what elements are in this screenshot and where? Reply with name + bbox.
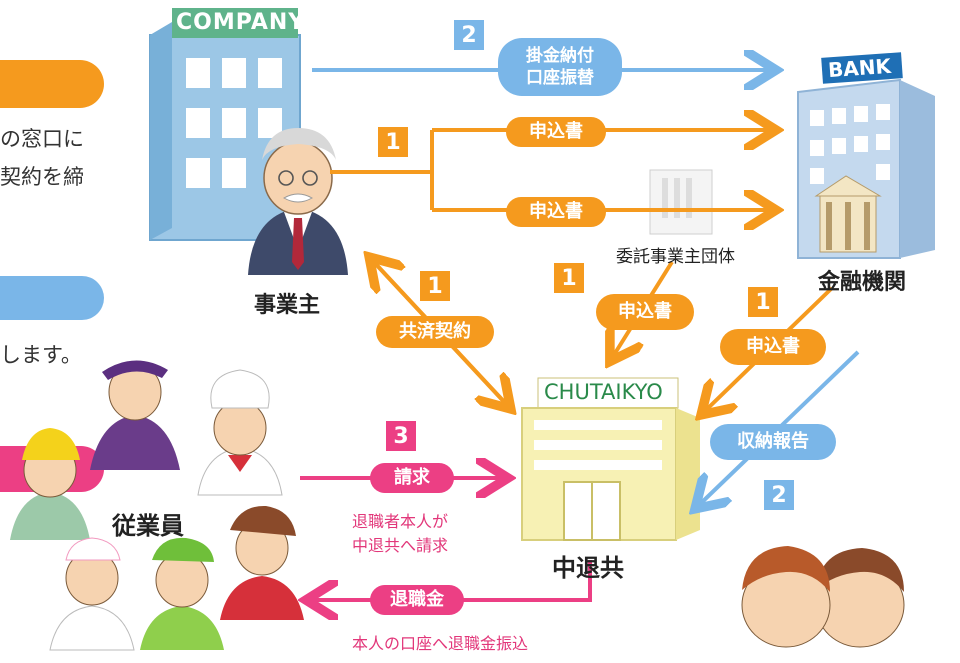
company-building-icon bbox=[149, 8, 301, 241]
report-pill: 収納報告 bbox=[710, 424, 836, 460]
orange-header-bar bbox=[0, 60, 104, 108]
chutaikyo-building-icon bbox=[521, 377, 700, 541]
bank-sign: BANK bbox=[827, 53, 892, 83]
employer-person-icon bbox=[248, 128, 348, 275]
step-1-badge-bank: 1 bbox=[748, 287, 778, 317]
kids-characters-icon bbox=[741, 546, 905, 648]
step-1-badge-fork: 1 bbox=[378, 127, 408, 157]
step-2-badge-top: 2 bbox=[454, 20, 484, 50]
step-3-badge-claim: 3 bbox=[386, 421, 416, 451]
intro-text-line-1: の窓口に bbox=[0, 127, 84, 151]
retirement-pill: 退職金 bbox=[370, 585, 464, 615]
intro-text-line-3: します。 bbox=[0, 343, 82, 367]
claim-pill: 請求 bbox=[370, 463, 454, 493]
chutaikyo-label: 中退共 bbox=[552, 554, 624, 582]
application-pill-association: 申込書 bbox=[596, 294, 694, 330]
association-label: 委託事業主団体 bbox=[616, 247, 735, 267]
step-1-badge-association: 1 bbox=[554, 263, 584, 293]
application-pill-2: 申込書 bbox=[506, 197, 606, 227]
payment-line-2: 口座振替 bbox=[526, 68, 594, 88]
blue-header-bar bbox=[0, 276, 104, 320]
application-pill-1: 申込書 bbox=[506, 117, 606, 147]
step-2-badge-report: 2 bbox=[764, 480, 794, 510]
step-1-badge-contract: 1 bbox=[420, 271, 450, 301]
company-sign: COMPANY bbox=[176, 10, 306, 35]
payment-pill: 掛金納付 口座振替 bbox=[498, 38, 622, 96]
application-pill-bank: 申込書 bbox=[720, 329, 826, 365]
bank-label: 金融機関 bbox=[818, 270, 907, 295]
chutaikyo-sign: CHUTAIKYO bbox=[544, 380, 663, 404]
association-box-icon bbox=[649, 169, 713, 235]
employer-label: 事業主 bbox=[254, 293, 321, 318]
intro-text-line-2: 契約を締 bbox=[0, 165, 84, 189]
contract-pill: 共済契約 bbox=[376, 316, 494, 348]
employees-group-icon bbox=[10, 360, 304, 651]
bank-building-icon bbox=[797, 52, 935, 259]
claim-note-line-1: 退職者本人が bbox=[352, 512, 449, 531]
payout-note: 本人の口座へ退職金振込 bbox=[352, 634, 529, 653]
employees-label: 従業員 bbox=[112, 512, 184, 540]
claim-note-line-2: 中退共へ請求 bbox=[352, 536, 449, 555]
payment-line-1: 掛金納付 bbox=[526, 46, 594, 66]
